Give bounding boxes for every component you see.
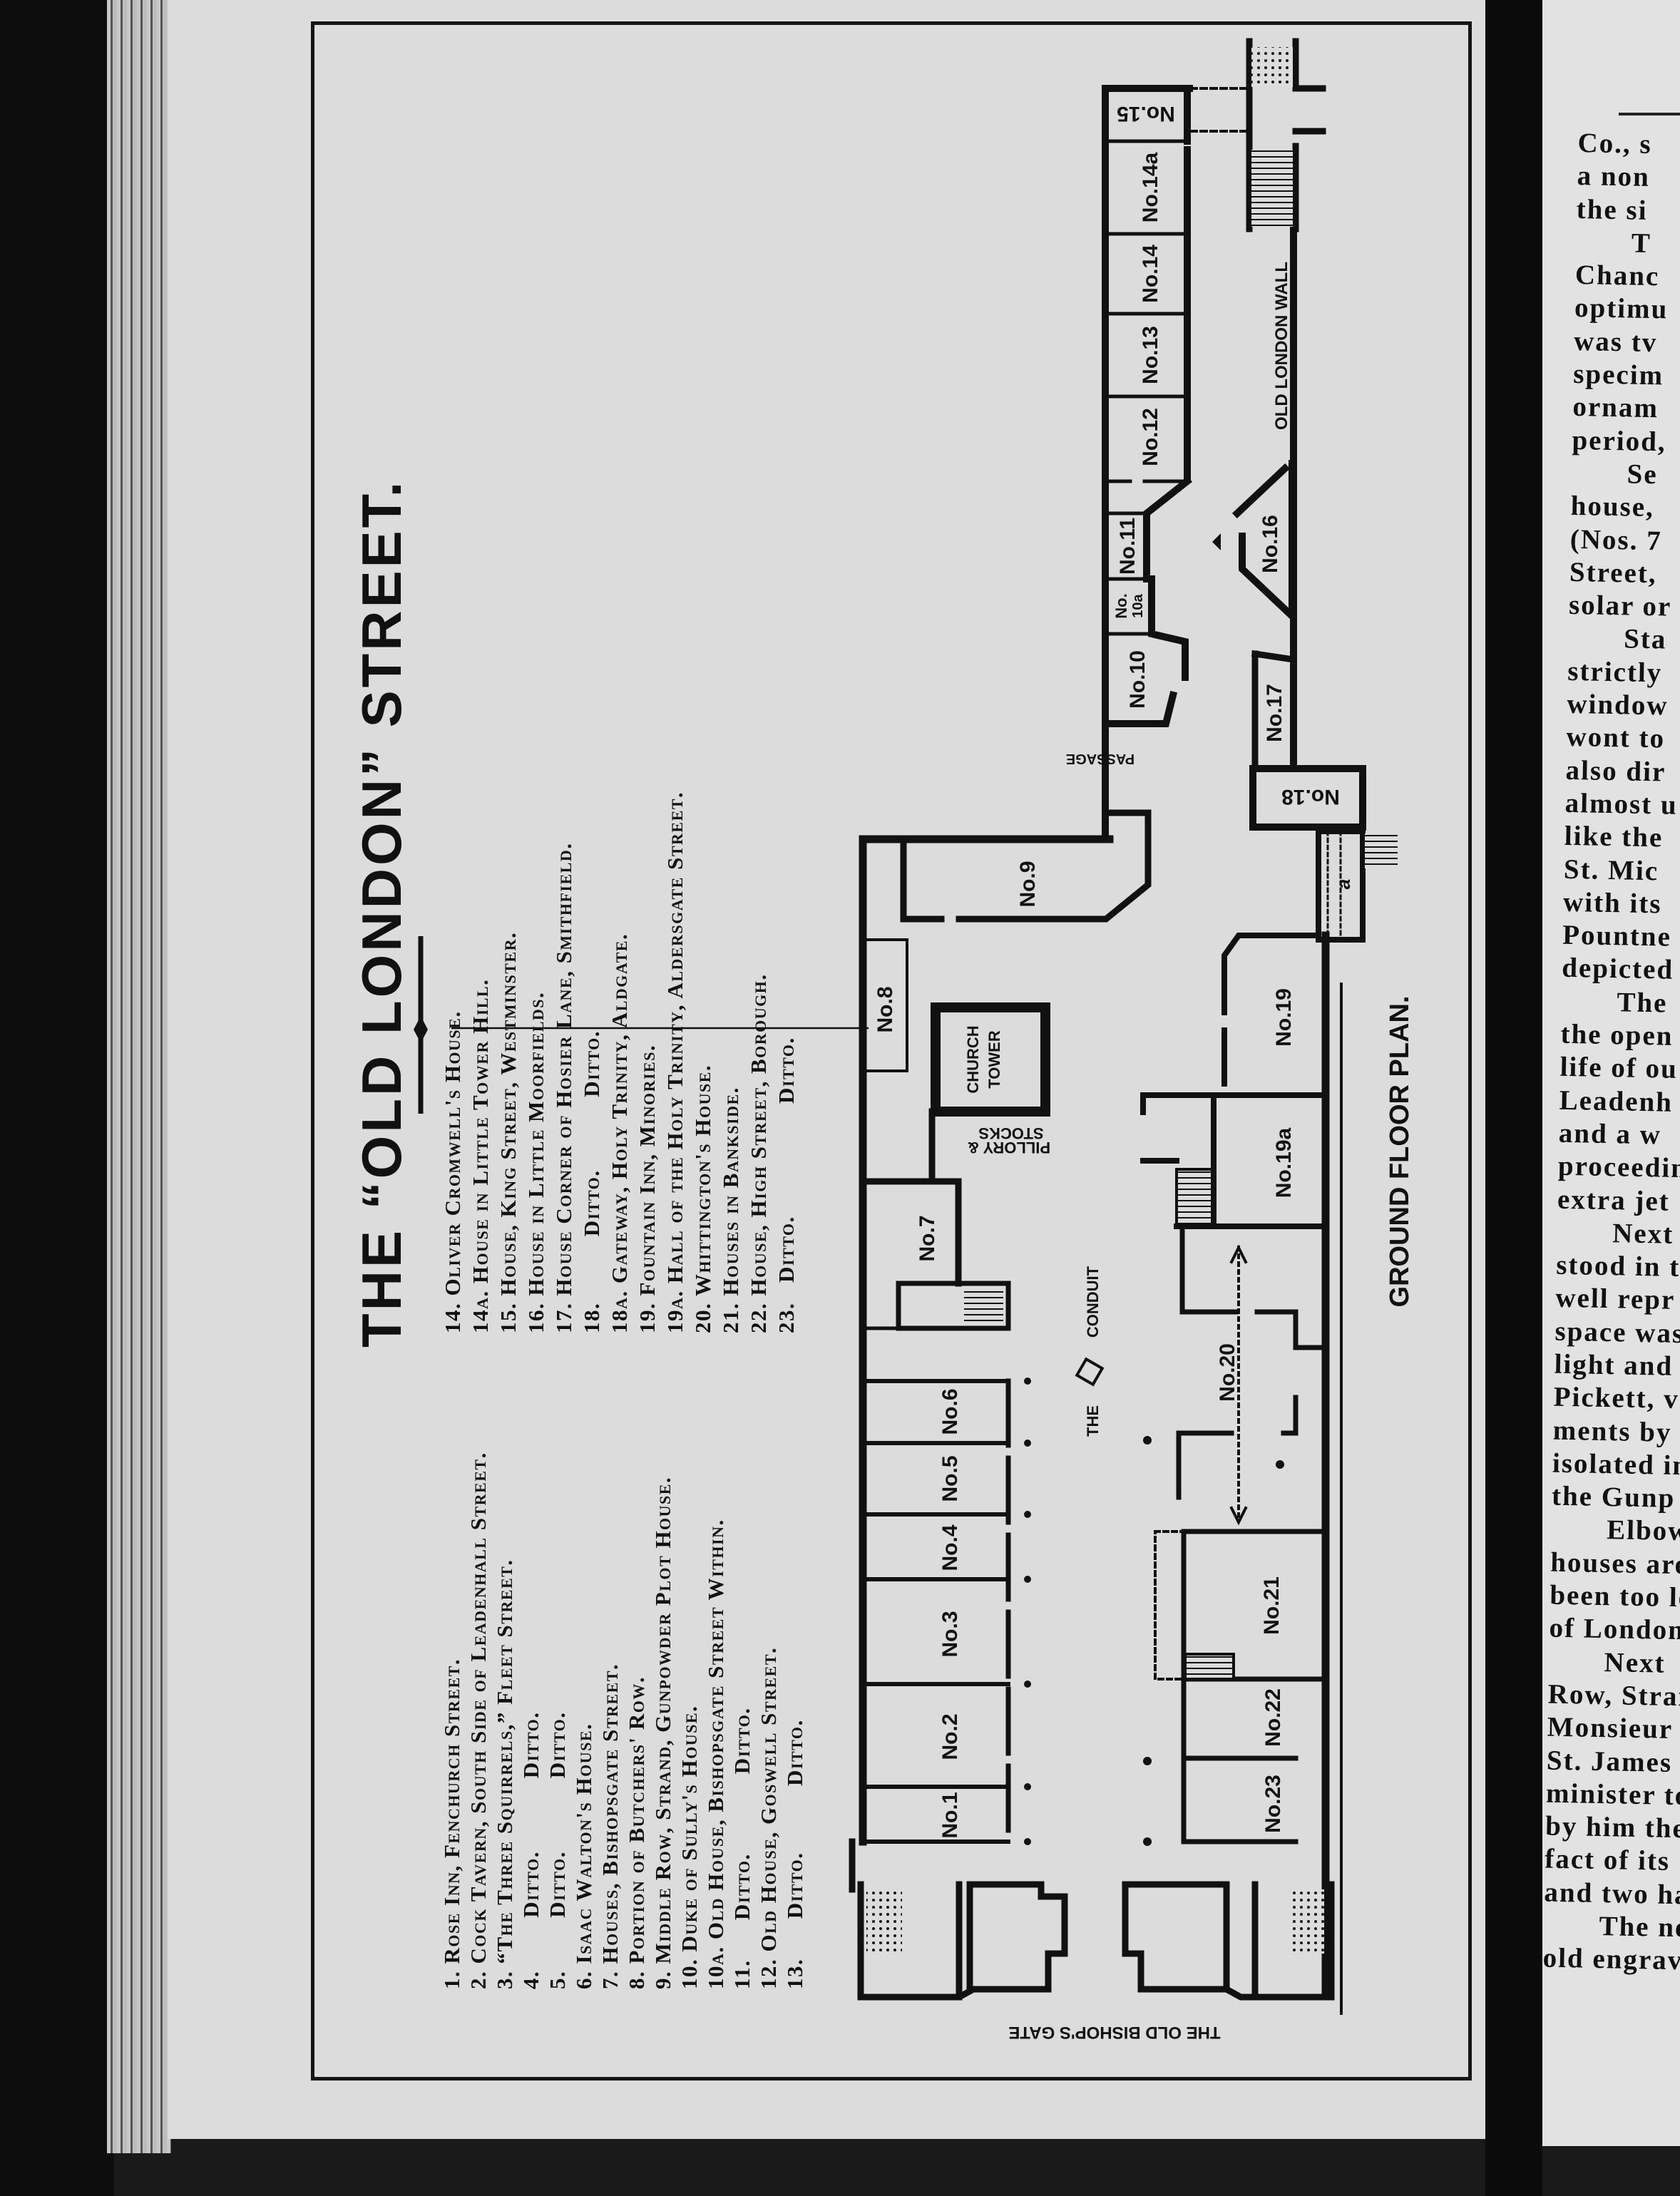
room-label: No.6 [938,1388,962,1435]
room-label: No.1 [938,1792,962,1838]
book-binding [0,0,114,2196]
room-label: No.7 [916,1215,939,1261]
conduit-icon [1075,1357,1105,1387]
conduit-label-1: THE [1084,1405,1102,1437]
room-label: No.15 [1117,102,1175,125]
plan-walls [849,38,1366,2015]
room-label: No.14 [1139,245,1162,303]
passage-label: PASSAGE [1066,751,1134,766]
room-label: No. [1112,593,1130,618]
room-label: No.12 [1139,408,1162,466]
wall-label: OLD LONDON WALL [1272,262,1291,430]
room-label: No.18 [1281,785,1340,809]
room-label: No.2 [938,1713,962,1760]
page-edges [107,0,171,2153]
room-label: No.19 [1272,988,1296,1047]
room-label: 10a [1130,593,1146,617]
church-label-2: TOWER [985,1030,1003,1089]
page-gutter [1485,0,1542,2196]
left-page [168,0,1487,2139]
pillory-label-2: STOCKS [978,1124,1043,1142]
room-label: No.3 [938,1611,962,1657]
room-label: No.13 [1139,326,1162,384]
plan-markers [1024,533,1284,1846]
room-label: No.9 [1016,861,1040,907]
right-page-rule [1619,113,1680,116]
room-label: No.11 [1116,518,1139,575]
room-label: No.14a [1139,153,1162,223]
church-label-1: CHURCH [964,1025,982,1093]
plate-frame [311,21,1472,2080]
room-label: No.17 [1263,684,1286,742]
stair-hatching [866,47,1398,1954]
room-label: No.4 [938,1524,962,1571]
room-label: No.8 [874,986,897,1032]
room-labels: No.1 No.2 No.3 No.4 No.5 No.6 No.7 No.8 … [874,102,1340,1839]
pillory-label-1: PILLORY & [968,1139,1050,1156]
room-a-label: a [1333,879,1354,889]
room-label: No.21 [1260,1576,1284,1635]
gate-label: THE OLD BISHOP'S GATE [1008,2023,1220,2042]
room-label: No.5 [938,1455,962,1502]
room-label: No.23 [1261,1775,1285,1833]
room-label: No.19a [1272,1128,1296,1199]
room-label: No.16 [1259,515,1282,573]
conduit-label-2: CONDUIT [1084,1266,1102,1338]
room-label: No.20 [1216,1343,1239,1402]
room-label: No.10 [1126,650,1149,709]
room-label: No.22 [1261,1688,1285,1747]
plan-title: GROUND FLOOR PLAN. [1385,996,1415,1308]
